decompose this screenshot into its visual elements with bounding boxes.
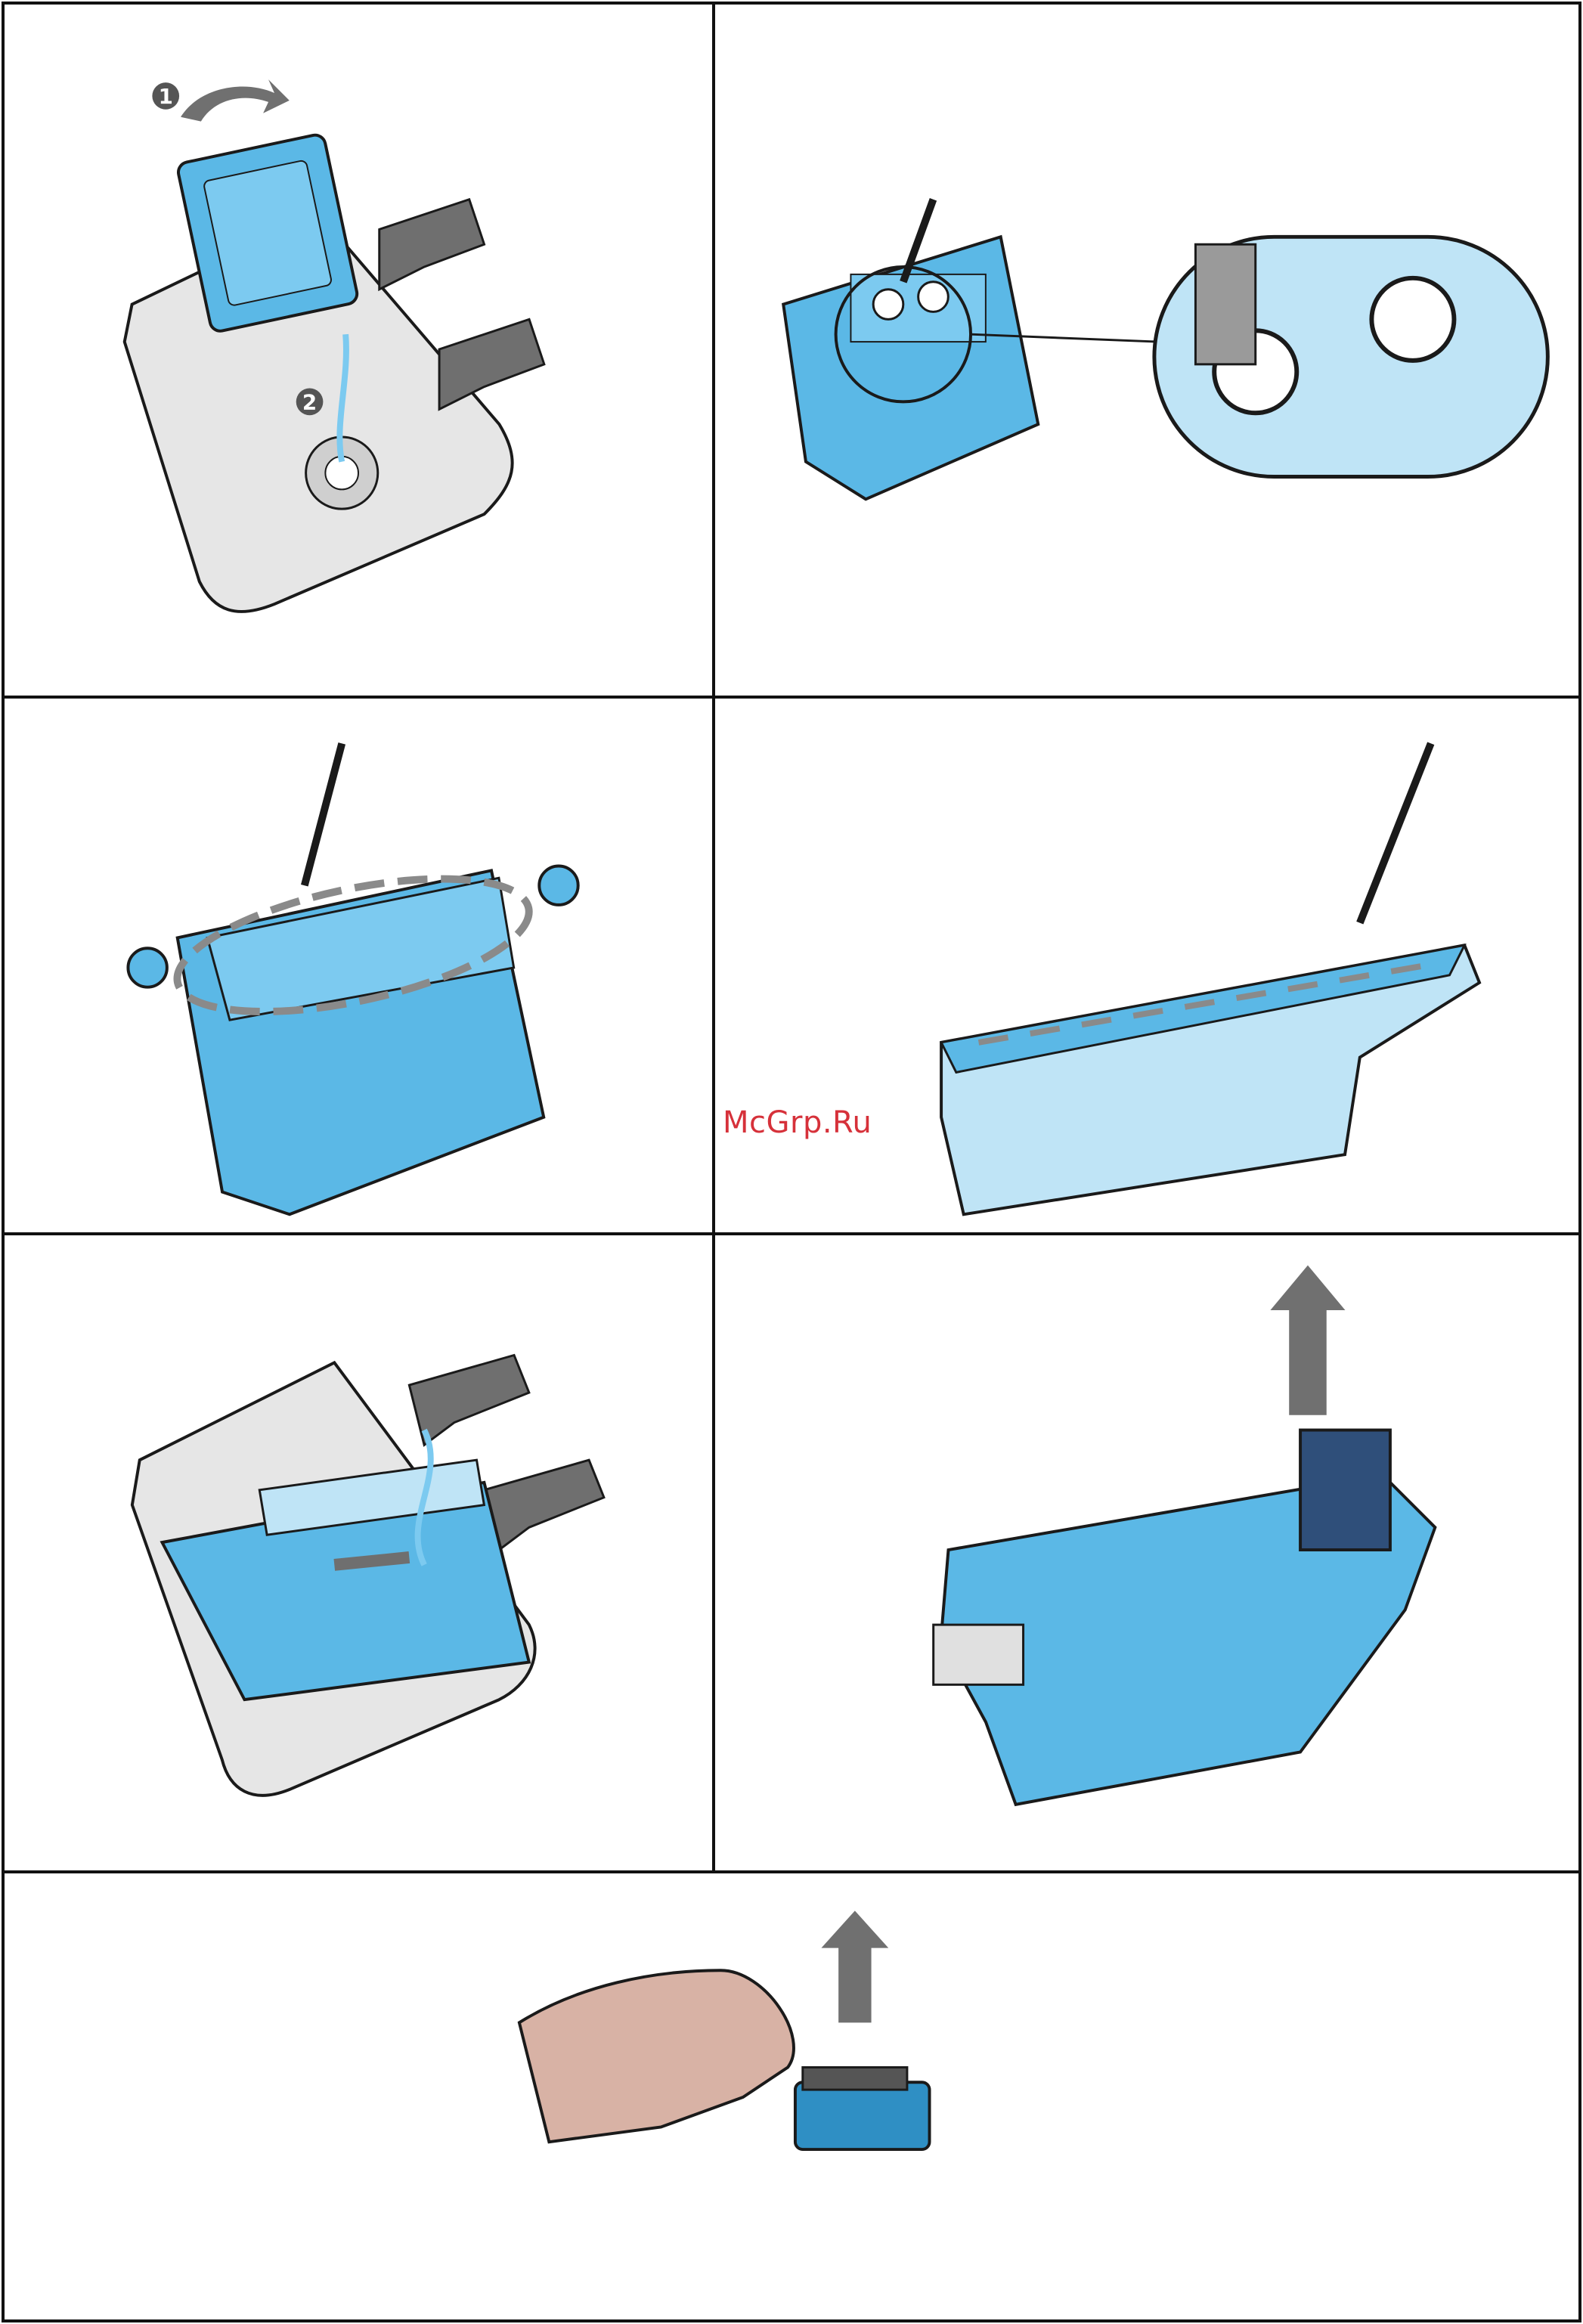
panel-step-7-clean-filter: [2, 1870, 1581, 2322]
illustration-clean-filter: [5, 1873, 1578, 2319]
illustration-clean-openings: [715, 5, 1578, 696]
faucet-icon: [484, 1460, 603, 1550]
brush-icon: [1360, 743, 1431, 922]
panel-step-3-brush-rim: [2, 696, 715, 1235]
panel-step-6-remove-filter: [712, 1232, 1581, 1873]
illustration-brush-lid: [715, 699, 1578, 1232]
faucet-icon: [439, 319, 544, 409]
lift-arrow-icon: [1270, 1266, 1345, 1415]
hand-icon: [519, 1970, 794, 2142]
panel-step-4-brush-lid: McGrp.Ru: [712, 696, 1581, 1235]
illustration-empty-unit: 1 2: [5, 5, 712, 696]
step-badge-1-label: 1: [159, 84, 173, 109]
rinse-arrow-icon: [334, 1557, 409, 1565]
step-badge-2-label: 2: [302, 389, 317, 414]
illustration-rinse: [5, 1235, 712, 1870]
rotate-arrow-icon: [181, 79, 290, 122]
watermark-text: McGrp.Ru: [723, 1105, 872, 1140]
filter-icon: [1300, 1430, 1390, 1550]
brush-icon: [305, 743, 342, 885]
faucet-icon: [379, 200, 485, 290]
panel-step-5-rinse: [2, 1232, 715, 1873]
illustration-remove-filter: [715, 1235, 1578, 1870]
panel-step-1-empty-in-sink: 1 2: [2, 2, 715, 699]
filter-icon: [795, 2082, 930, 2149]
lift-arrow-icon: [821, 1910, 888, 2022]
brush-icon: [803, 2068, 907, 2090]
illustration-brush-rim: [5, 699, 712, 1232]
panel-step-2-clean-openings: [712, 2, 1581, 699]
